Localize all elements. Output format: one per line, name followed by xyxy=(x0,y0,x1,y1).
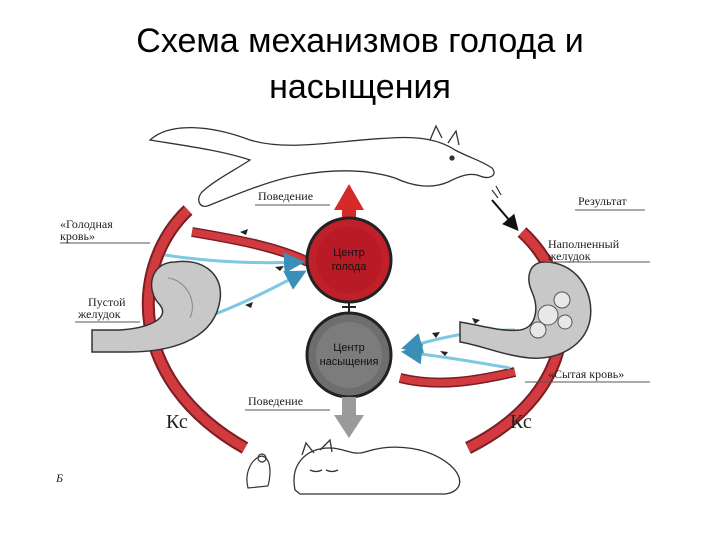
vessel-to-satiety xyxy=(399,368,516,387)
leader-lines xyxy=(60,204,650,411)
nerve-sated-blood xyxy=(401,343,511,370)
label-behavior-bottom: Поведение xyxy=(248,394,303,408)
result-arrow xyxy=(491,199,519,232)
label-hungry-blood-1: «Голодная xyxy=(60,217,113,231)
label-empty-stomach-2: желудок xyxy=(77,307,121,321)
label-sated-blood: «Сытая кровь» xyxy=(548,367,624,381)
hunger-center-label-2: голода xyxy=(332,261,367,273)
signal-arrows xyxy=(240,229,480,356)
label-hungry-blood-2: кровь» xyxy=(60,229,95,243)
title-line-1: Схема механизмов голода и xyxy=(136,22,584,60)
label-empty-stomach-1: Пустой xyxy=(88,295,126,309)
label-behavior-top: Поведение xyxy=(258,189,313,203)
behavior-down-arrow xyxy=(334,397,364,438)
mouse-icon xyxy=(491,185,502,199)
label-result: Результат xyxy=(578,194,627,208)
label-full-stomach-1: Наполненный xyxy=(548,237,620,251)
label-full-stomach-2: желудок xyxy=(547,249,591,263)
page-title: Схема механизмов голода и насыщения xyxy=(0,18,720,110)
full-stomach-icon xyxy=(459,261,592,359)
label-kc-right: Кс xyxy=(510,411,532,433)
hunger-center-label-1: Центр xyxy=(333,247,365,259)
nerve-hungry-blood xyxy=(164,252,305,274)
empty-stomach-icon xyxy=(91,260,222,353)
satiety-center-label-2: насыщения xyxy=(320,356,379,368)
label-kc-left: Кс xyxy=(166,411,188,433)
title-line-2: насыщения xyxy=(269,68,451,106)
sleeping-cat-icon xyxy=(293,438,461,495)
small-mouse-icon xyxy=(246,453,271,489)
satiety-center-label-1: Центр xyxy=(333,342,365,354)
label-figure-letter: Б xyxy=(55,471,63,485)
hunting-cat-icon xyxy=(148,124,495,207)
